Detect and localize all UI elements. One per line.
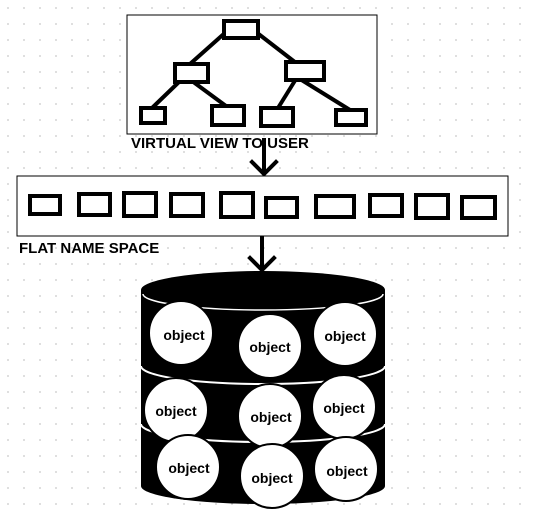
namespace-slot <box>169 192 205 218</box>
object-node: object <box>148 300 214 366</box>
arrow-namespace-to-storage <box>247 236 277 273</box>
object-node: object <box>239 443 305 509</box>
tree-node-leaf-4 <box>334 108 368 127</box>
arrow-view-to-namespace <box>249 138 279 177</box>
namespace-slot <box>219 191 255 219</box>
object-label: object <box>323 400 365 416</box>
object-node: object <box>143 377 209 443</box>
tree-node-leaf-2 <box>210 104 246 127</box>
namespace-slot <box>368 193 404 218</box>
virtual-view-label: VIRTUAL VIEW TO USER <box>131 135 309 152</box>
tree-nodes <box>139 19 368 128</box>
tree-node-left <box>173 62 210 84</box>
namespace-slot <box>460 195 497 220</box>
tree-node-leaf-3 <box>259 106 295 128</box>
object-node: object <box>237 383 303 449</box>
object-label: object <box>155 403 197 419</box>
object-node: object <box>237 313 303 379</box>
tree-edges <box>150 30 352 112</box>
namespace-slot <box>264 196 299 219</box>
storage-objects: object object object object object objec… <box>143 300 379 509</box>
tree-node-root <box>222 19 260 40</box>
object-node: object <box>311 374 377 440</box>
object-node: object <box>155 434 221 500</box>
object-node: object <box>312 301 378 367</box>
object-label: object <box>250 409 292 425</box>
flat-namespace-label: FLAT NAME SPACE <box>19 240 159 257</box>
object-label: object <box>168 460 210 476</box>
namespace-slot <box>314 194 356 219</box>
object-label: object <box>326 463 368 479</box>
object-label: object <box>324 328 366 344</box>
virtual-view-box <box>126 14 378 135</box>
object-label: object <box>163 327 205 343</box>
tree-node-right <box>284 60 326 82</box>
object-label: object <box>249 339 291 355</box>
object-label: object <box>251 470 293 486</box>
namespace-slot <box>77 192 112 217</box>
namespace-slot <box>122 191 158 218</box>
namespace-slot <box>414 193 450 220</box>
object-node: object <box>313 436 379 502</box>
namespace-slot <box>28 194 62 216</box>
tree-node-leaf-1 <box>139 106 167 125</box>
namespace-slots <box>28 191 497 220</box>
flat-namespace-box <box>16 175 509 237</box>
